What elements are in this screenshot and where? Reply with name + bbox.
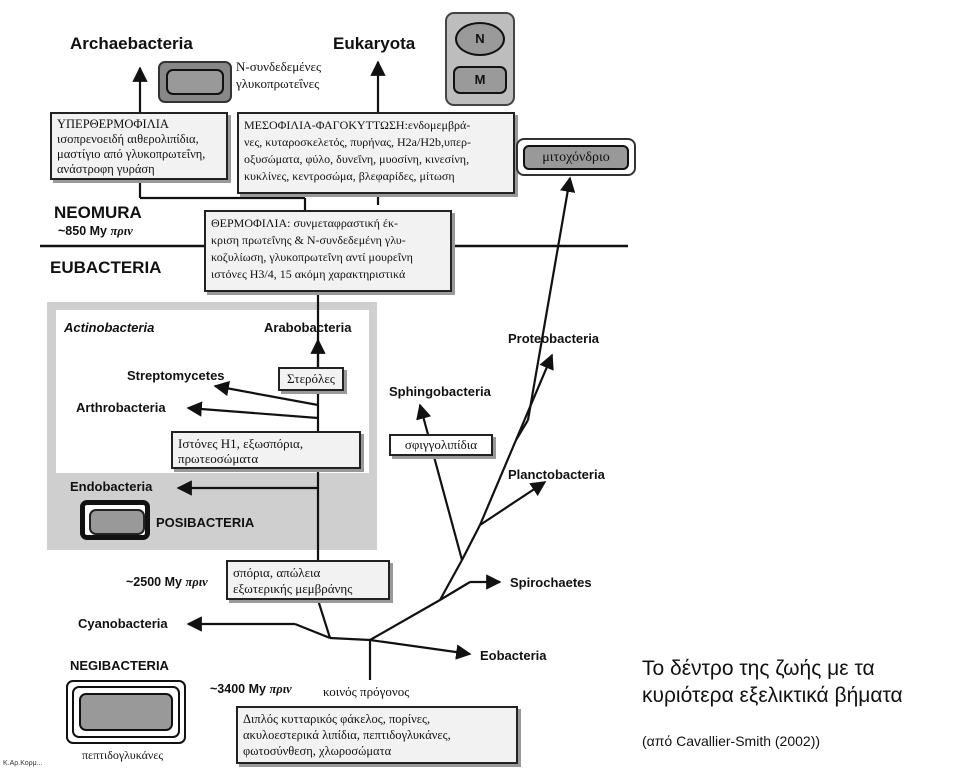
box-line: κυκλίνες, κεντροσώμα, βλεφαρίδες, μίτωση: [244, 169, 455, 183]
box-line: σπόρια, απώλεια: [233, 565, 321, 580]
eukaryote-cell-icon: N M: [445, 12, 515, 106]
box-line: ΥΠΕΡΘΕΡΜΟΦΙΛΙΑ: [57, 117, 169, 131]
box-line: Διπλός κυτταρικός φάκελος, πορίνες,: [243, 712, 431, 726]
mitochondrion-label: μιτοχόνδριο: [523, 145, 629, 170]
taxon-eubacteria: EUBACTERIA: [50, 258, 162, 277]
mitochondrion-box: μιτοχόνδριο: [516, 138, 636, 176]
taxon-posibacteria: POSIBACTERIA: [156, 515, 255, 530]
nucleus-icon: N: [455, 22, 505, 56]
n-glycoproteins-label-line1: N-συνδεδεμένες: [236, 59, 322, 74]
taxon-eukaryota: Eukaryota: [333, 34, 416, 53]
taxon-actinobacteria: Actinobacteria: [64, 320, 155, 335]
taxon-streptomycetes: Streptomycetes: [127, 368, 225, 383]
box-line: ΘΕΡΜΟΦΙΛΙΑ: συνμεταφραστική έκ-: [211, 216, 399, 230]
common-ancestor-label: κοινός πρόγονος: [323, 684, 410, 699]
taxon-endobacteria: Endobacteria: [70, 479, 153, 494]
box-line: ιστόνες H3/4, 15 ακόμη χαρακτηριστικά: [211, 267, 406, 281]
archaeal-cell-icon: [158, 61, 232, 103]
time-3400: ~3400 My πριν: [210, 682, 292, 696]
time-850: ~850 My πριν: [58, 224, 133, 238]
taxon-neomura: NEOMURA: [54, 203, 142, 222]
taxon-spirochaetes: Spirochaetes: [510, 575, 592, 590]
box-line: κοζυλίωση, γλυκοπρωτεΐνη αντί μουρεΐνη: [211, 250, 413, 264]
box-line: μαστίγιο από γλυκοπρωτεΐνη,: [57, 147, 206, 161]
box-line: σφιγγολιπίδια: [404, 437, 478, 452]
footer-credit: Κ.Αρ.Κορμ...: [3, 760, 43, 767]
n-glycoproteins-label-line2: γλυκοπρωτεΐνες: [236, 76, 320, 91]
box-line: νες, κυταροσκελετός, πυρήνας, H2a/H2b,υπ…: [244, 135, 472, 149]
histones-box: Ιστόνες H1, εξωσπόρια, πρωτεοσώματα: [171, 431, 361, 469]
taxon-arthrobacteria: Arthrobacteria: [76, 400, 166, 415]
thermophily-box: ΘΕΡΜΟΦΙΛΙΑ: συνμεταφραστική έκ- κριση πρ…: [204, 210, 452, 292]
negibacteria-cell-icon: [66, 680, 186, 744]
box-line: εξωτερικής μεμβράνης: [233, 581, 353, 596]
taxon-cyanobacteria: Cyanobacteria: [78, 616, 168, 631]
caption-title: Το δέντρο της ζωής με τα κυριότερα εξελι…: [642, 655, 903, 709]
peptidoglycans-label: πεπτιδογλυκάνες: [82, 748, 164, 762]
caption-source: (από Cavallier-Smith (2002)): [642, 733, 821, 749]
box-line: ανάστροφη γυράση: [57, 162, 155, 176]
posibacteria-cell-icon: [80, 500, 150, 540]
taxon-proteobacteria: Proteobacteria: [508, 331, 600, 346]
box-line: φωτοσύνθεση, χλωροσώματα: [243, 744, 392, 758]
taxon-archaebacteria: Archaebacteria: [70, 34, 193, 53]
taxon-arabobacteria: Arabobacteria: [264, 320, 352, 335]
taxon-negibacteria: NEGIBACTERIA: [70, 658, 169, 673]
sphingolipids-box: σφιγγολιπίδια: [389, 434, 493, 456]
box-line: Ιστόνες H1, εξωσπόρια,: [178, 436, 304, 451]
box-line: ΜΕΣΟΦΙΛΙΑ-ΦΑΓΟΚΥΤΤΩΣΗ:ενδομεμβρά-: [244, 118, 471, 132]
box-line: πρωτεοσώματα: [178, 451, 259, 466]
taxon-sphingobacteria: Sphingobacteria: [389, 384, 491, 399]
box-line: κριση πρωτεΐνης & N-συνδεδεμένη γλυ-: [211, 233, 406, 247]
mesophily-phagocytosis-box: ΜΕΣΟΦΙΛΙΑ-ΦΑΓΟΚΥΤΤΩΣΗ:ενδομεμβρά- νες, κ…: [237, 112, 515, 194]
sterols-box: Στερόλες: [278, 367, 344, 391]
caption-line: Το δέντρο της ζωής με τα: [642, 657, 875, 680]
hyperthermophily-box: ΥΠΕΡΘΕΡΜΟΦΙΛΙΑ ισοπρενοειδή αιθερολιπίδι…: [50, 112, 228, 180]
taxon-eobacteria: Eobacteria: [480, 648, 547, 663]
box-line: οξυσώματα, φύλο, δυνεΐνη, μυοσίνη, κινεσ…: [244, 152, 470, 166]
box-line: ισοπρενοειδή αιθερολιπίδια,: [57, 132, 199, 146]
box-line: Στερόλες: [287, 371, 335, 386]
caption-line: κυριότερα εξελικτικά βήματα: [642, 684, 903, 707]
mitochondrion-small-icon: M: [453, 66, 507, 94]
box-line: ακυλοεστερικά λιπίδια, πεπτιδογλυκάνες,: [243, 728, 451, 742]
time-2500: ~2500 My πριν: [126, 575, 208, 589]
spores-box: σπόρια, απώλεια εξωτερικής μεμβράνης: [226, 560, 390, 600]
taxon-planctobacteria: Planctobacteria: [508, 467, 605, 482]
double-envelope-box: Διπλός κυτταρικός φάκελος, πορίνες, ακυλ…: [236, 706, 518, 764]
